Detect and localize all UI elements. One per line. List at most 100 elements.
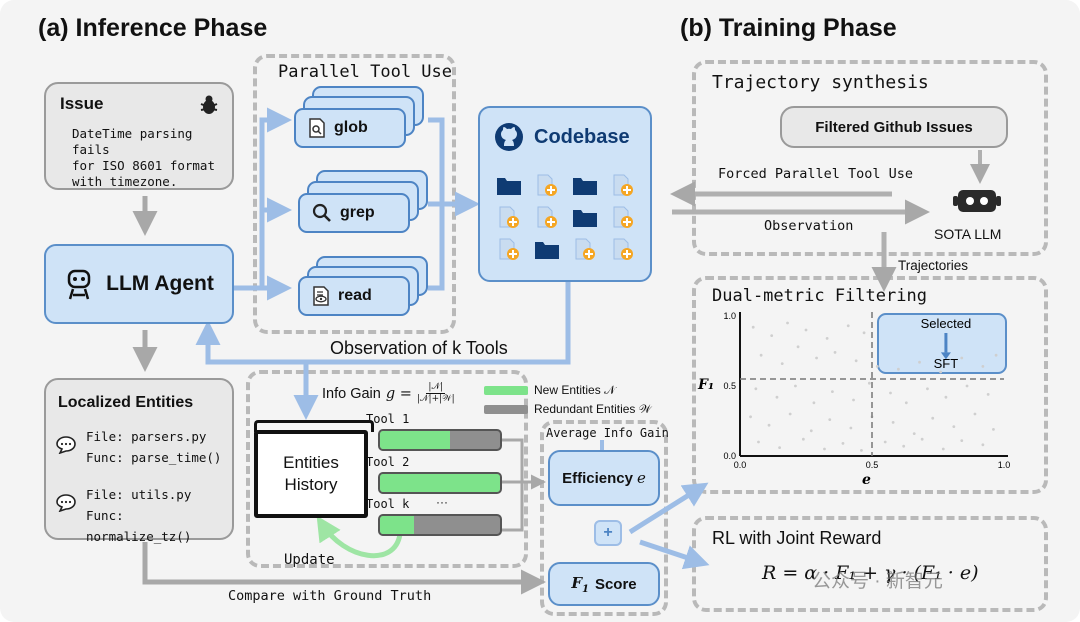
observation-k-tools-label: Observation of k Tools [330, 338, 508, 358]
tool-k-bar-fill [380, 516, 414, 534]
scatter-point [973, 412, 977, 416]
tool-2-label: Tool 2 [366, 455, 410, 469]
scatter-point [902, 444, 906, 448]
llm-agent-box: LLM Agent [44, 244, 234, 324]
scatter-point [849, 426, 853, 430]
scatter-point [809, 429, 813, 433]
x-axis-label: e [862, 472, 871, 488]
code-file-icon [572, 238, 598, 262]
plus-node: + [594, 520, 622, 546]
efficiency-symbol: e [636, 469, 646, 487]
scatter-point [952, 425, 956, 428]
parallel-tool-title: Parallel Tool Use [278, 62, 452, 82]
scatter-point [759, 353, 763, 357]
tool-2-bar-fill [380, 474, 500, 492]
codebase-label: Codebase [534, 125, 630, 148]
scatter-point [823, 447, 826, 451]
code-file-icon [610, 238, 636, 262]
scatter-point [867, 381, 871, 385]
x-tick-label: 0.0 [734, 460, 747, 470]
magnifier-icon [312, 203, 331, 222]
entities-history-box: Entities History [254, 430, 368, 518]
scatter-point [944, 395, 948, 399]
f1-score-label: Score [594, 575, 637, 593]
f1-symbol: F [571, 573, 582, 592]
folder-icon [496, 174, 522, 198]
scatter-point [854, 359, 858, 363]
code-file-icon [534, 174, 560, 198]
selected-label: Selected [921, 316, 972, 331]
y-axis-label: F₁ [697, 377, 714, 393]
scatter-point [931, 416, 935, 420]
y-tick-label: 1.0 [723, 311, 736, 321]
folder-icon [572, 206, 598, 230]
scatter-point [994, 353, 998, 357]
scatter-point [981, 443, 985, 447]
entity-func-1: Func: parse_time() [86, 450, 222, 465]
code-file-icon [496, 206, 522, 230]
code-file-icon [496, 238, 522, 262]
chat-bubble-icon [56, 436, 76, 455]
tool-1-label: Tool 1 [366, 412, 410, 426]
folder-icon [572, 174, 598, 198]
f1-score-box: F1 Score [548, 562, 660, 606]
filtered-github-issues-box: Filtered Github Issues [780, 106, 1008, 148]
entity-file-1: File: parsers.py [86, 429, 207, 444]
scatter-point [875, 365, 879, 368]
code-file-icon [610, 174, 636, 198]
watermark: 公众号 · 新智元 [812, 571, 943, 592]
read-tool-card: read [298, 276, 410, 316]
github-icon [495, 123, 523, 151]
scatter-point [751, 325, 755, 329]
x-tick-label: 0.5 [866, 460, 879, 470]
info-gain-lhs: g = [385, 385, 412, 402]
scatter-point [804, 328, 808, 332]
read-label: read [338, 287, 372, 304]
tool-1-bar-fill [380, 431, 450, 449]
scatter-point [749, 415, 752, 419]
issue-box: Issue DateTime parsing fails for ISO 860… [44, 82, 234, 190]
scatter-point [841, 442, 845, 445]
reward-components-region [540, 420, 668, 616]
grep-label: grep [340, 204, 375, 221]
inference-phase-title: (a) Inference Phase [38, 14, 268, 42]
entities-history-line-2: History [284, 475, 338, 494]
glob-tool-card: glob [294, 108, 406, 148]
grep-tool-card: grep [298, 193, 410, 233]
scatter-point [833, 351, 837, 354]
scatter-point [941, 447, 945, 451]
file-eye-icon [313, 286, 329, 306]
glob-label: glob [334, 119, 368, 136]
scatter-point [757, 440, 760, 444]
folder-icon [534, 238, 560, 262]
update-label: Update [284, 552, 335, 568]
rl-title: RL with Joint Reward [712, 528, 882, 548]
folder-tab [254, 420, 374, 432]
scatter-point [960, 356, 964, 360]
legend-redundant-swatch [484, 405, 528, 414]
llm-agent-label: LLM Agent [106, 272, 214, 295]
scatter-point [831, 390, 834, 393]
efficiency-label: Efficiency [562, 469, 633, 487]
scatter-point [852, 398, 855, 402]
info-gain-denominator: |𝒩|+|𝒲| [416, 394, 455, 404]
scatter-point [897, 367, 900, 371]
scatter-point [767, 423, 771, 427]
scatter-point [891, 421, 895, 424]
scatter-point [788, 412, 792, 416]
issue-title: Issue [60, 94, 104, 113]
compare-ground-truth-label: Compare with Ground Truth [228, 588, 432, 604]
scatter-point [926, 387, 929, 391]
trajectories-label: Trajectories [898, 258, 969, 273]
training-phase-title: (b) Training Phase [680, 14, 897, 42]
scatter-point [754, 387, 758, 391]
code-file-icon [534, 206, 560, 230]
scatter-point [918, 360, 921, 364]
entity-file-2: File: utils.py [86, 487, 192, 502]
y-tick-label: 0.5 [723, 381, 736, 391]
scatter-point [939, 370, 943, 374]
scatter-point [986, 393, 990, 396]
trajectory-synthesis-title: Trajectory synthesis [712, 72, 929, 93]
observation-label: Observation [764, 218, 854, 234]
